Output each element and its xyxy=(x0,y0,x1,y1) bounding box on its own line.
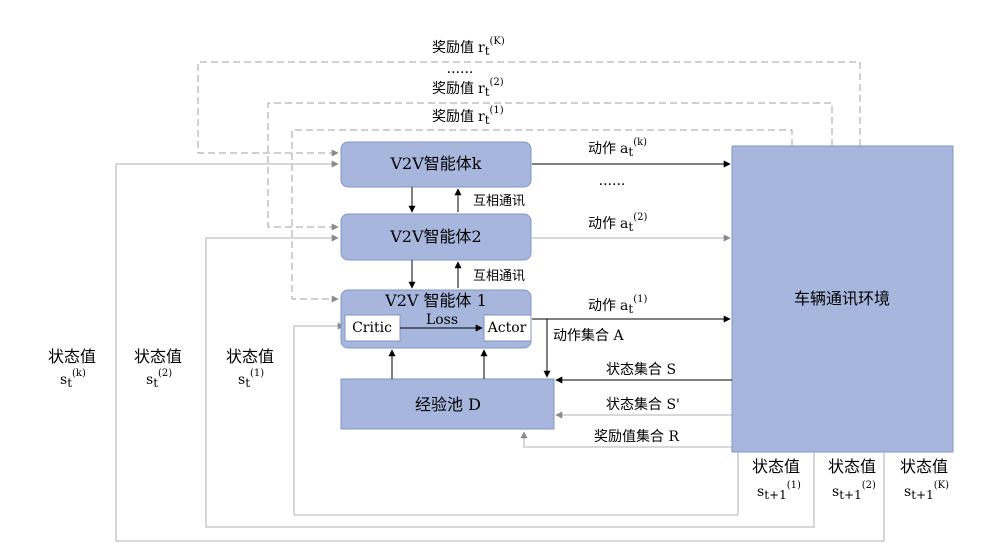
reward-set-label: 奖励值集合 R xyxy=(594,428,679,445)
agent-k-box[interactable]: V2V智能体k xyxy=(340,141,532,188)
state-feedback-loops xyxy=(115,160,885,542)
reward-feedback-loops xyxy=(197,61,861,303)
state-label-bottom-k: 状态值 xyxy=(900,457,948,476)
experience-pool-box[interactable]: 经验池 D xyxy=(340,378,555,430)
state-var-bottom-1: st+1(1) xyxy=(757,480,801,502)
state-label-left-k: 状态值 xyxy=(48,347,96,366)
state-loop-1 xyxy=(293,322,739,516)
state-label-bottom-1: 状态值 xyxy=(752,457,800,476)
agent-2-box[interactable]: V2V智能体2 xyxy=(340,213,532,261)
state-var-bottom-2: st+1(2) xyxy=(832,480,876,502)
state-label-left-2: 状态值 xyxy=(134,347,182,366)
ellipsis-top: ...... xyxy=(447,61,474,77)
state-var-left-2: st(2) xyxy=(146,368,172,390)
agent-1-label: V2V 智能体 1 xyxy=(384,291,487,310)
actor-label: Actor xyxy=(487,320,527,336)
pool-label: 经验池 D xyxy=(415,395,481,414)
state-var-bottom-k: st+1(K) xyxy=(904,480,949,502)
state-loop-k xyxy=(115,160,885,542)
reward-loop-k xyxy=(197,61,861,157)
action-set-label: 动作集合 A xyxy=(553,327,624,344)
state-var-left-k: st(k) xyxy=(60,368,86,390)
state-label-bottom-2: 状态值 xyxy=(828,457,876,476)
agent-2-label: V2V智能体2 xyxy=(389,227,481,246)
agent-1-box[interactable]: V2V 智能体 1 Critic Actor Loss xyxy=(340,289,532,349)
black-arrows xyxy=(388,160,732,384)
state-var-left-1: st(1) xyxy=(238,368,264,390)
reward-set-line xyxy=(520,431,732,448)
reward-loop-2 xyxy=(267,102,833,231)
environment-label: 车辆通讯环境 xyxy=(794,289,890,308)
agent-k-label: V2V智能体k xyxy=(390,154,482,173)
loss-label: Loss xyxy=(426,312,458,328)
comm-label-2: 互相通讯 xyxy=(473,269,525,284)
comm-label-1: 互相通讯 xyxy=(473,194,525,209)
critic-label: Critic xyxy=(352,320,392,336)
state-set-next-label: 状态集合 S' xyxy=(606,396,680,413)
actor-box[interactable] xyxy=(483,314,532,342)
state-loop-2 xyxy=(205,234,815,528)
state-label-left-1: 状态值 xyxy=(226,347,274,366)
environment-box[interactable]: 车辆通讯环境 xyxy=(731,145,954,453)
state-set-label: 状态集合 S xyxy=(606,361,676,378)
ellipsis-mid: ...... xyxy=(599,173,626,189)
